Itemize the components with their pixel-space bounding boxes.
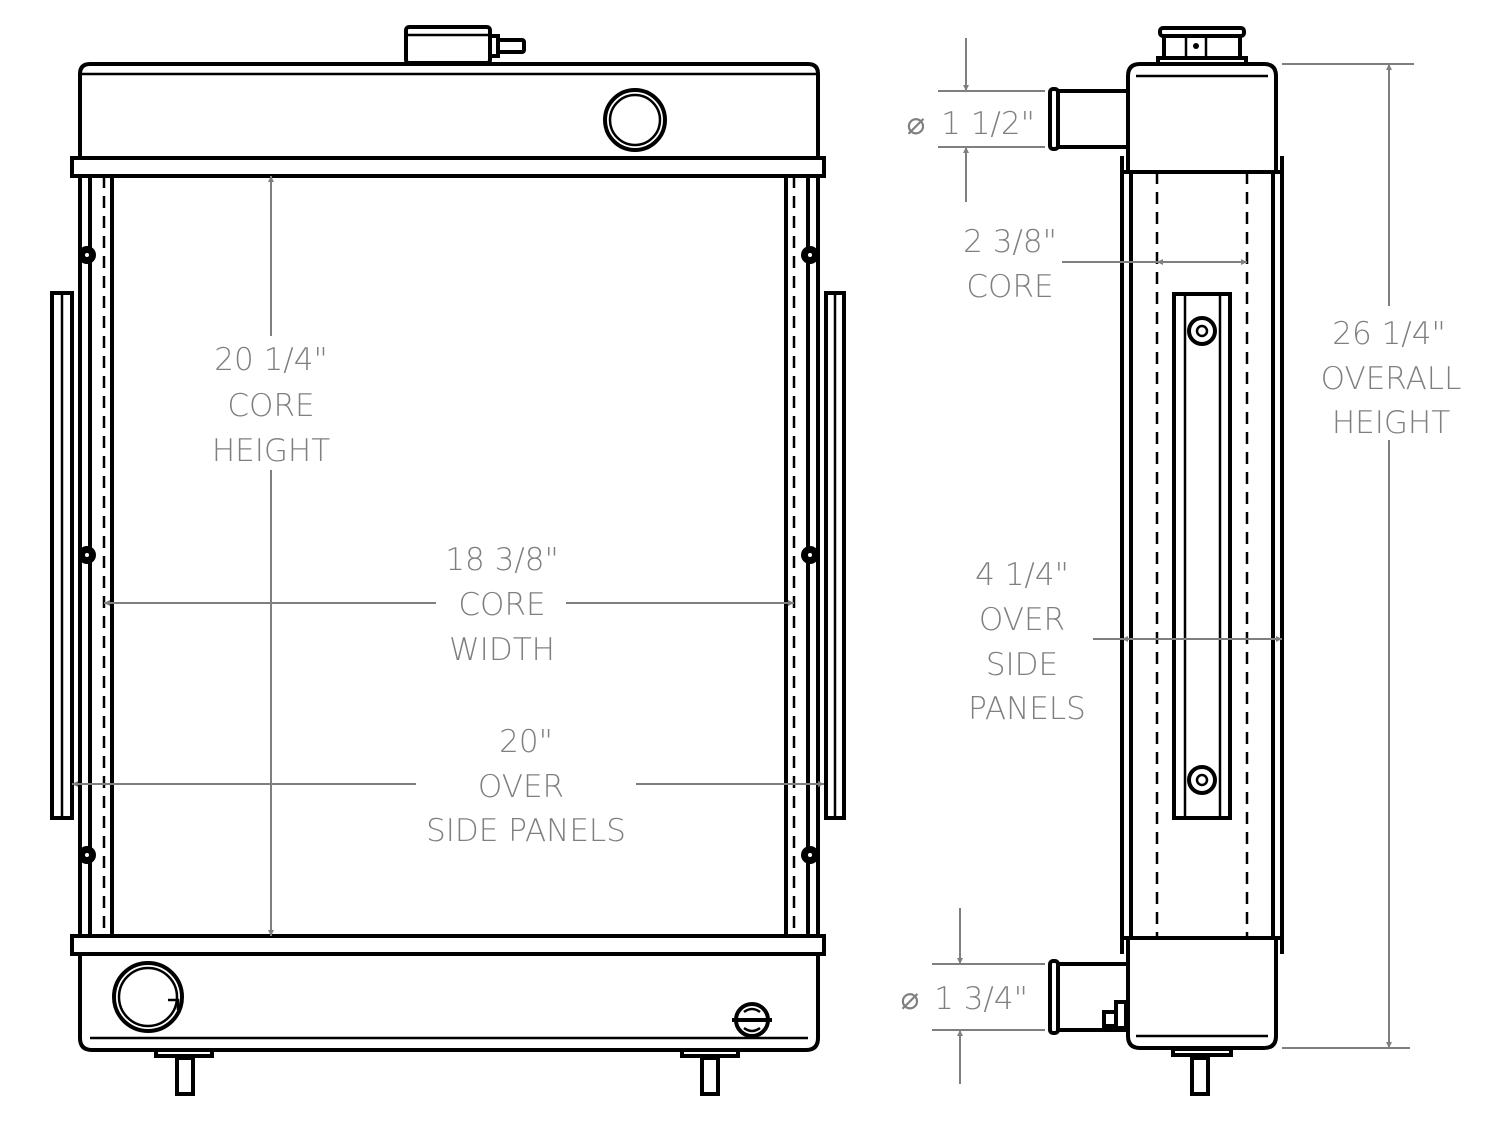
side-panels-value: 4 1/4" xyxy=(975,557,1069,593)
side-panels-label1: OVER xyxy=(979,602,1065,638)
mounting-stud-icon xyxy=(680,1048,740,1096)
bolt-icon xyxy=(801,846,819,864)
bolt-icon xyxy=(801,546,819,564)
overall-height-label2: HEIGHT xyxy=(1332,405,1450,441)
dimension-outlet-diameter: ⌀ 1 3/4" xyxy=(901,908,1045,1084)
bolt-icon xyxy=(78,846,96,864)
dimension-side-over-side-panels: 4 1/4" OVER SIDE PANELS xyxy=(968,557,1282,727)
over-side-panels-value: 20" xyxy=(499,724,553,760)
bolt-icon xyxy=(801,246,819,264)
top-tank xyxy=(70,25,826,178)
core-depth-value: 2 3/8" xyxy=(963,224,1057,260)
outlet-diameter-symbol: ⌀ xyxy=(901,981,920,1017)
overall-height-value: 26 1/4" xyxy=(1332,316,1445,352)
dimension-overall-height: 26 1/4" OVERALL HEIGHT xyxy=(1282,63,1462,1049)
over-side-panels-label2: SIDE PANELS xyxy=(426,813,626,849)
side-core xyxy=(1120,172,1284,940)
dimension-inlet-diameter: ⌀ 1 1/2" xyxy=(907,38,1045,202)
front-view: 20 1/4" CORE HEIGHT 18 3/8" CORE WIDTH 2… xyxy=(50,25,846,1096)
dimension-core-width: 18 3/8" CORE WIDTH xyxy=(104,542,794,668)
bolt-icon xyxy=(78,546,96,564)
core-depth-label: CORE xyxy=(966,269,1053,305)
side-view: ⌀ 1 1/2" 2 3/8" CORE 4 1/4" OVER SIDE PA… xyxy=(901,26,1462,1096)
inlet-diameter-value: 1 1/2" xyxy=(941,106,1035,142)
side-panels-label2: SIDE xyxy=(986,647,1058,683)
mounting-stud-icon xyxy=(1171,1047,1233,1096)
dimension-over-side-panels: 20" OVER SIDE PANELS xyxy=(72,724,824,849)
dimension-core-height: 20 1/4" CORE HEIGHT xyxy=(212,176,330,936)
overall-height-label1: OVERALL xyxy=(1321,361,1462,397)
filler-cap-icon xyxy=(404,25,526,65)
inlet-port-icon xyxy=(603,88,667,152)
bottom-tank xyxy=(70,934,826,1096)
core-width-value: 18 3/8" xyxy=(445,542,558,578)
core-assembly xyxy=(50,176,846,936)
core-height-value: 20 1/4" xyxy=(214,342,327,378)
over-side-panels-label: OVER xyxy=(478,769,564,805)
side-panels-label3: PANELS xyxy=(968,691,1086,727)
drain-plug-icon xyxy=(732,1002,772,1038)
side-bottom-tank xyxy=(1048,936,1284,1096)
bolt-icon xyxy=(78,246,96,264)
dimension-core-depth: 2 3/8" CORE xyxy=(963,224,1247,305)
inlet-diameter-symbol: ⌀ xyxy=(907,106,926,142)
mounting-stud-icon xyxy=(154,1048,214,1096)
outlet-diameter-value: 1 3/4" xyxy=(934,981,1028,1017)
core-width-label: CORE xyxy=(458,587,545,623)
drain-valve-icon xyxy=(1102,1000,1128,1030)
core-width-label2: WIDTH xyxy=(449,632,555,668)
bolt-icon xyxy=(1187,765,1217,795)
outlet-pipe-icon xyxy=(1048,959,1130,1035)
inlet-pipe-icon xyxy=(1048,87,1130,151)
core-height-label: CORE xyxy=(227,388,314,424)
core-height-label2: HEIGHT xyxy=(212,433,330,469)
bolt-icon xyxy=(1187,316,1217,346)
filler-cap-icon xyxy=(1156,26,1248,66)
outlet-port-icon xyxy=(112,961,184,1033)
side-top-tank xyxy=(1048,26,1284,174)
